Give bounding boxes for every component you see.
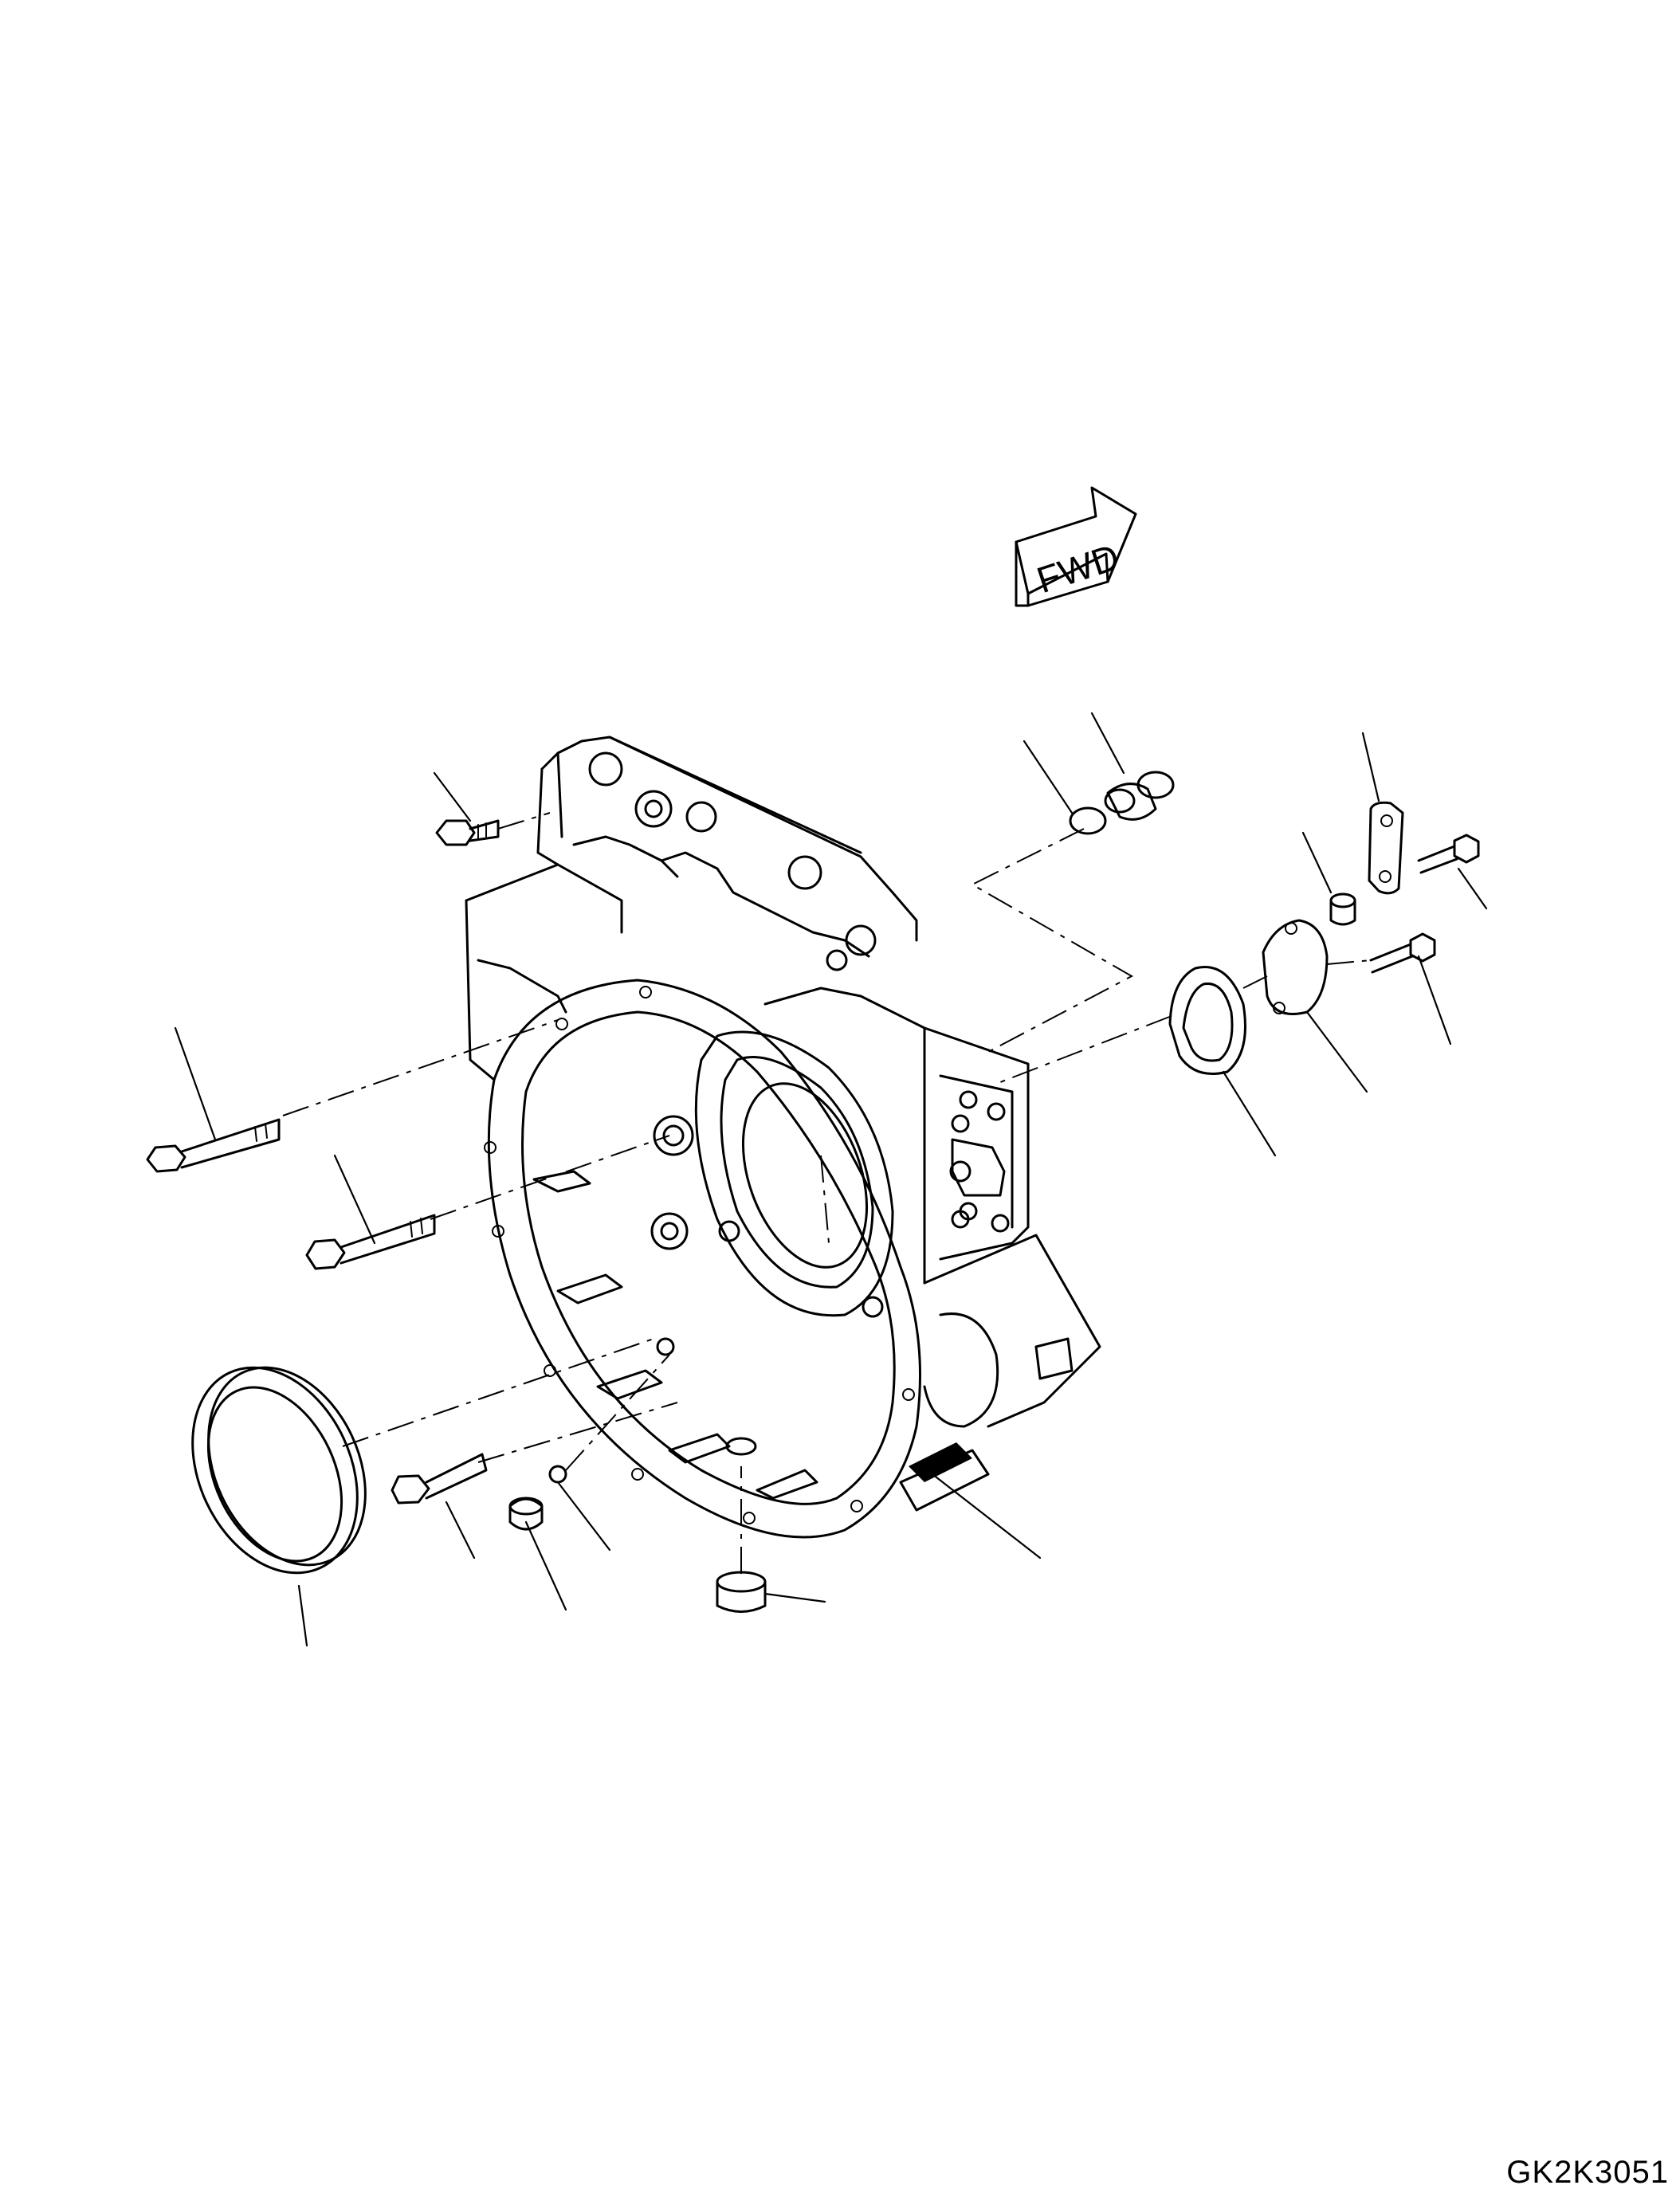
cap-plug	[716, 1571, 767, 1613]
lower-bolt	[391, 1453, 488, 1505]
drawing-code: GK2K3051	[1506, 2155, 1669, 2190]
cover-plate-right	[1262, 919, 1329, 1015]
mid-bolt-left	[305, 1214, 436, 1270]
bolt-right	[1369, 932, 1436, 974]
long-bolt-left	[146, 1118, 281, 1173]
oil-seal	[191, 1366, 367, 1575]
small-plug-lower	[508, 1465, 567, 1531]
plug-top-right	[1069, 771, 1175, 835]
spacer	[1329, 893, 1356, 926]
gasket-right	[1168, 966, 1246, 1075]
flywheel-housing	[465, 736, 1101, 1539]
bracket	[1368, 801, 1404, 895]
leader-lines	[174, 712, 1488, 1647]
bolt-top-left	[435, 819, 500, 846]
bolt-top-right	[1417, 834, 1480, 874]
fwd-arrow: FWD	[1015, 486, 1137, 607]
assembly-lines	[282, 812, 1372, 1574]
